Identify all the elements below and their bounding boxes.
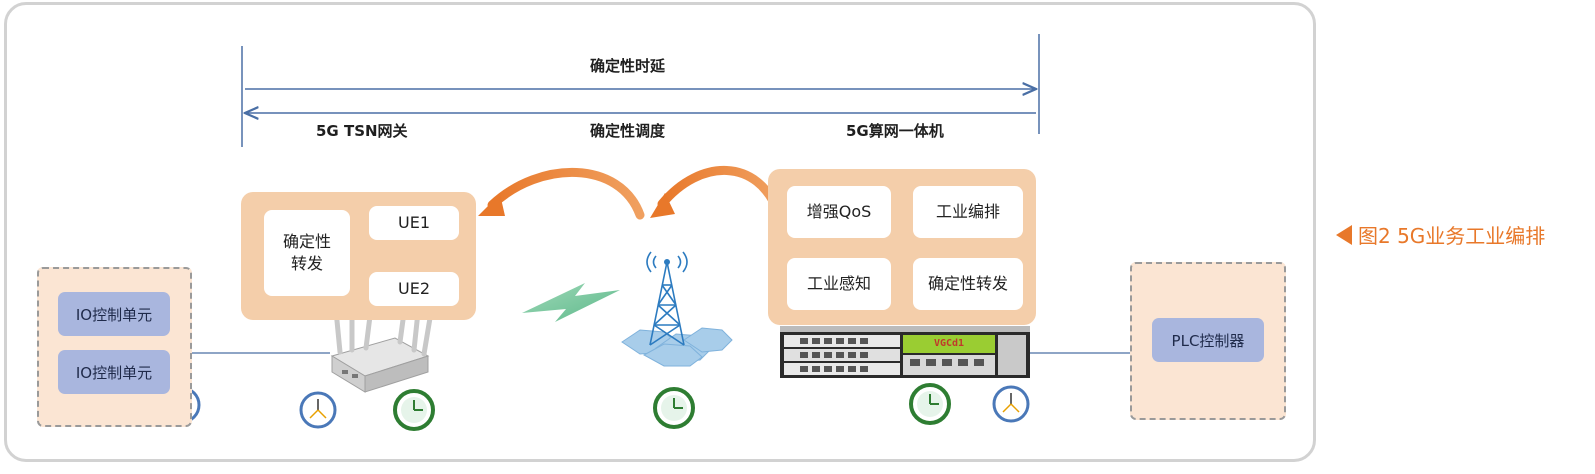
figure-caption: 图2 5G业务工业编排 [1336,220,1545,249]
orchestration-box: 工业编排 [913,186,1023,238]
orange-arrowhead-right [650,193,675,218]
deterministic-forward-box: 确定性转发 [913,258,1023,310]
analog-clock-icon [992,385,1030,423]
tsn-gateway-label: 5G TSN网关 [316,122,408,140]
wireless-bolt-icon [522,283,620,322]
diagram-frame [4,2,1316,462]
server-chassis-icon [780,326,1030,378]
analog-clock-icon [299,391,337,429]
caption-text: 图2 5G业务工业编排 [1358,224,1546,248]
io-unit-box: IO控制单元 [58,350,170,394]
plc-controller-box: PLC控制器 [1152,318,1264,362]
latency-label: 确定性时延 [590,57,666,75]
orange-arrow-left [487,167,645,220]
io-panel [37,267,192,427]
ue1-box: UE1 [369,206,459,240]
io-unit-box: IO控制单元 [58,292,170,336]
gateway-forward-box: 确定性 转发 [264,210,350,296]
ue2-box: UE2 [369,272,459,306]
orange-arrowhead-left [478,194,505,216]
caption-triangle-icon [1336,224,1352,245]
computing-unit-label: 5G算网一体机 [846,122,944,140]
scheduling-label: 确定性调度 [590,122,666,140]
server-label: VGCd1 [933,338,965,349]
sync-clock-icon [653,387,695,429]
base-station-icon [621,327,733,367]
perception-box: 工业感知 [787,258,891,310]
sync-clock-icon [393,389,435,431]
orange-arrow-right [657,166,783,217]
sync-clock-icon [909,383,951,425]
router-icon [330,293,433,393]
tower-icon [646,251,688,346]
qos-box: 增强QoS [787,186,891,238]
